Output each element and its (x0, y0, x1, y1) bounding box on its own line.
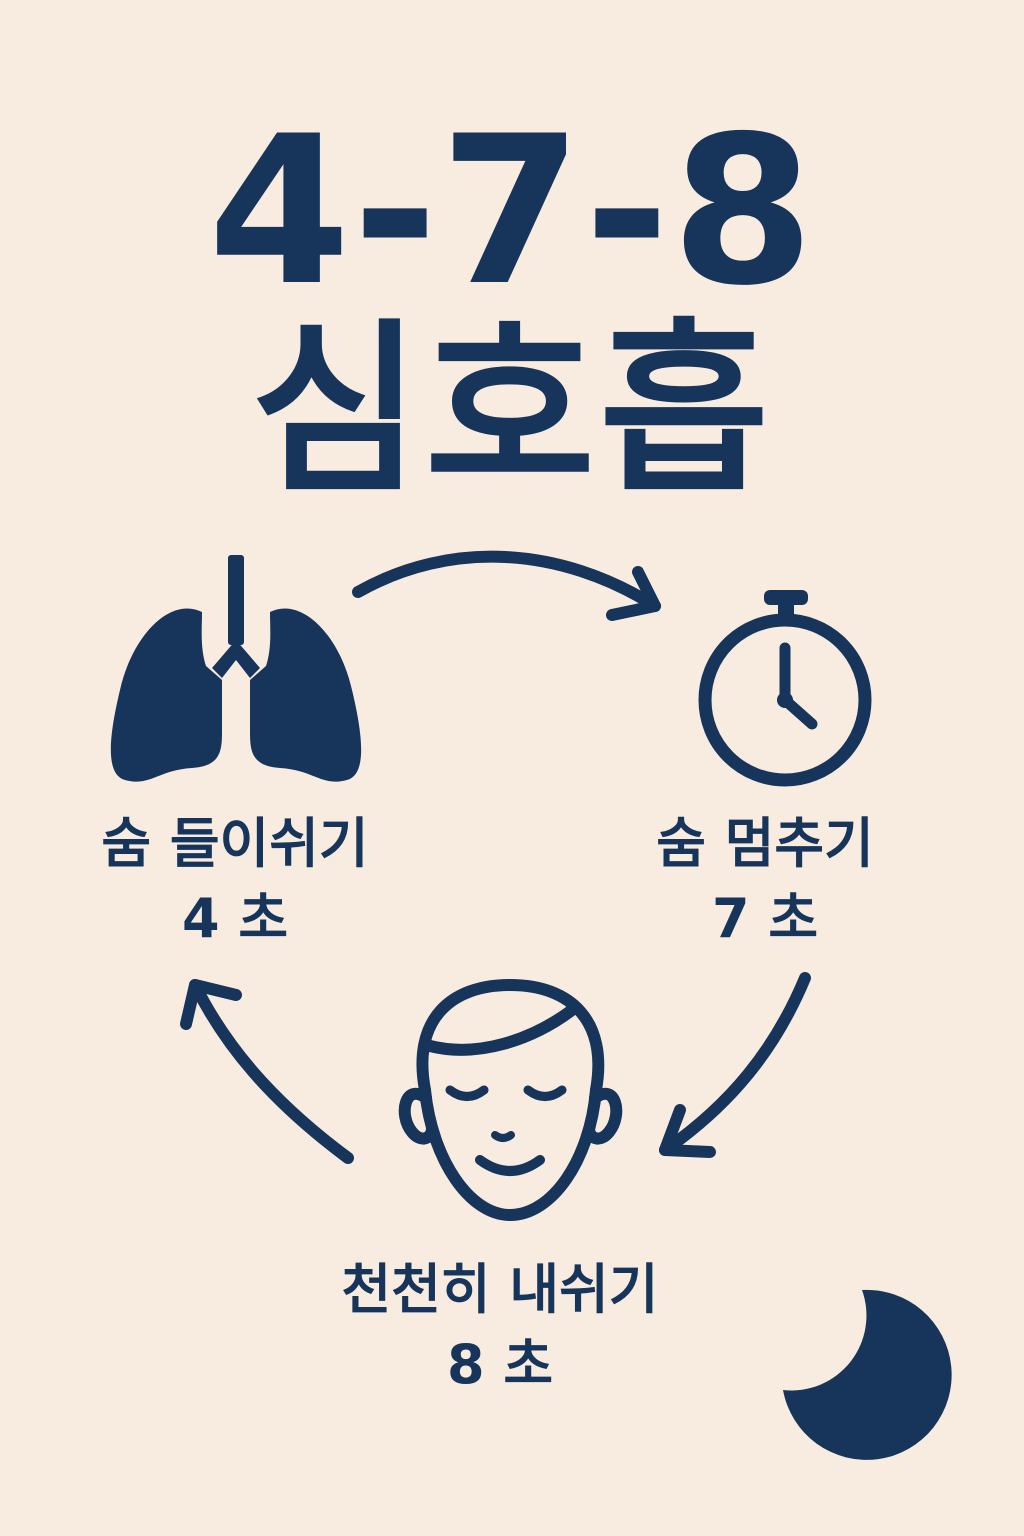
arrow-exhale-to-inhale (180, 979, 354, 1164)
title-sub: 심호흡 (250, 302, 774, 518)
step-exhale: 천천히 내쉬기 8 초 (240, 1258, 760, 1398)
step-inhale: 숨 들이쉬기 4 초 (50, 812, 420, 952)
lungs-icon (110, 555, 362, 782)
crescent-moon-icon (783, 1289, 952, 1460)
stopwatch-icon (698, 590, 872, 787)
arrow-inhale-to-hold (352, 550, 661, 621)
title-main: 4-7-8 (207, 93, 817, 331)
step-inhale-duration: 4 초 (181, 886, 289, 950)
step-exhale-duration: 8 초 (446, 1332, 554, 1396)
step-hold-duration: 7 초 (711, 886, 819, 950)
step-hold: 숨 멈추기 7 초 (600, 812, 930, 952)
step-hold-label: 숨 멈추기 (656, 812, 874, 875)
calm-face-icon (398, 979, 623, 1221)
step-exhale-label: 천천히 내쉬기 (341, 1258, 659, 1321)
arrow-hold-to-exhale (659, 972, 811, 1158)
step-inhale-label: 숨 들이쉬기 (101, 812, 369, 875)
